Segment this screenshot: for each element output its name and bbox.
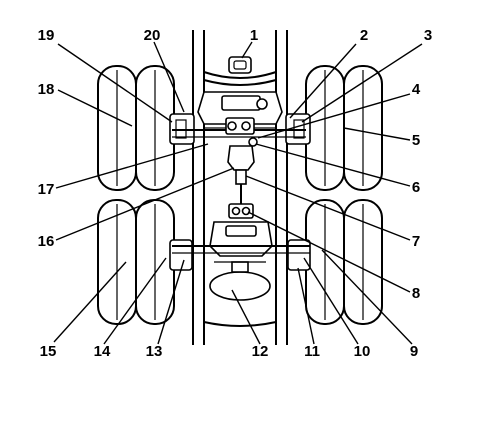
callout-2: 2 xyxy=(360,27,368,44)
left-rear-dual-wheels xyxy=(97,199,193,325)
callout-18: 18 xyxy=(38,81,55,98)
callout-16: 16 xyxy=(38,233,55,250)
callout-10: 10 xyxy=(354,343,371,360)
callout-19: 19 xyxy=(38,27,55,44)
callout-14: 14 xyxy=(94,343,111,360)
callout-1: 1 xyxy=(250,27,258,44)
right-front-dual-wheels xyxy=(285,65,383,191)
callout-6: 6 xyxy=(412,179,420,196)
center-driveline xyxy=(225,117,258,219)
callout-3: 3 xyxy=(424,27,432,44)
leader-lines xyxy=(53,41,423,345)
callout-8: 8 xyxy=(412,285,420,302)
callout-13: 13 xyxy=(146,343,163,360)
callout-12: 12 xyxy=(252,343,269,360)
callout-4: 4 xyxy=(412,81,421,98)
callout-20: 20 xyxy=(144,27,161,44)
callout-11: 11 xyxy=(304,343,320,360)
callout-17: 17 xyxy=(38,181,55,198)
callout-15: 15 xyxy=(40,343,57,360)
callout-5: 5 xyxy=(412,132,420,149)
right-rear-dual-wheels xyxy=(287,199,383,325)
rear-axle-assembly xyxy=(172,221,310,301)
front-component xyxy=(228,56,252,74)
callout-9: 9 xyxy=(410,343,418,360)
callout-7: 7 xyxy=(412,233,420,250)
callout-labels: 1 2 3 4 5 6 7 8 9 10 11 12 13 14 15 16 1… xyxy=(38,27,433,360)
